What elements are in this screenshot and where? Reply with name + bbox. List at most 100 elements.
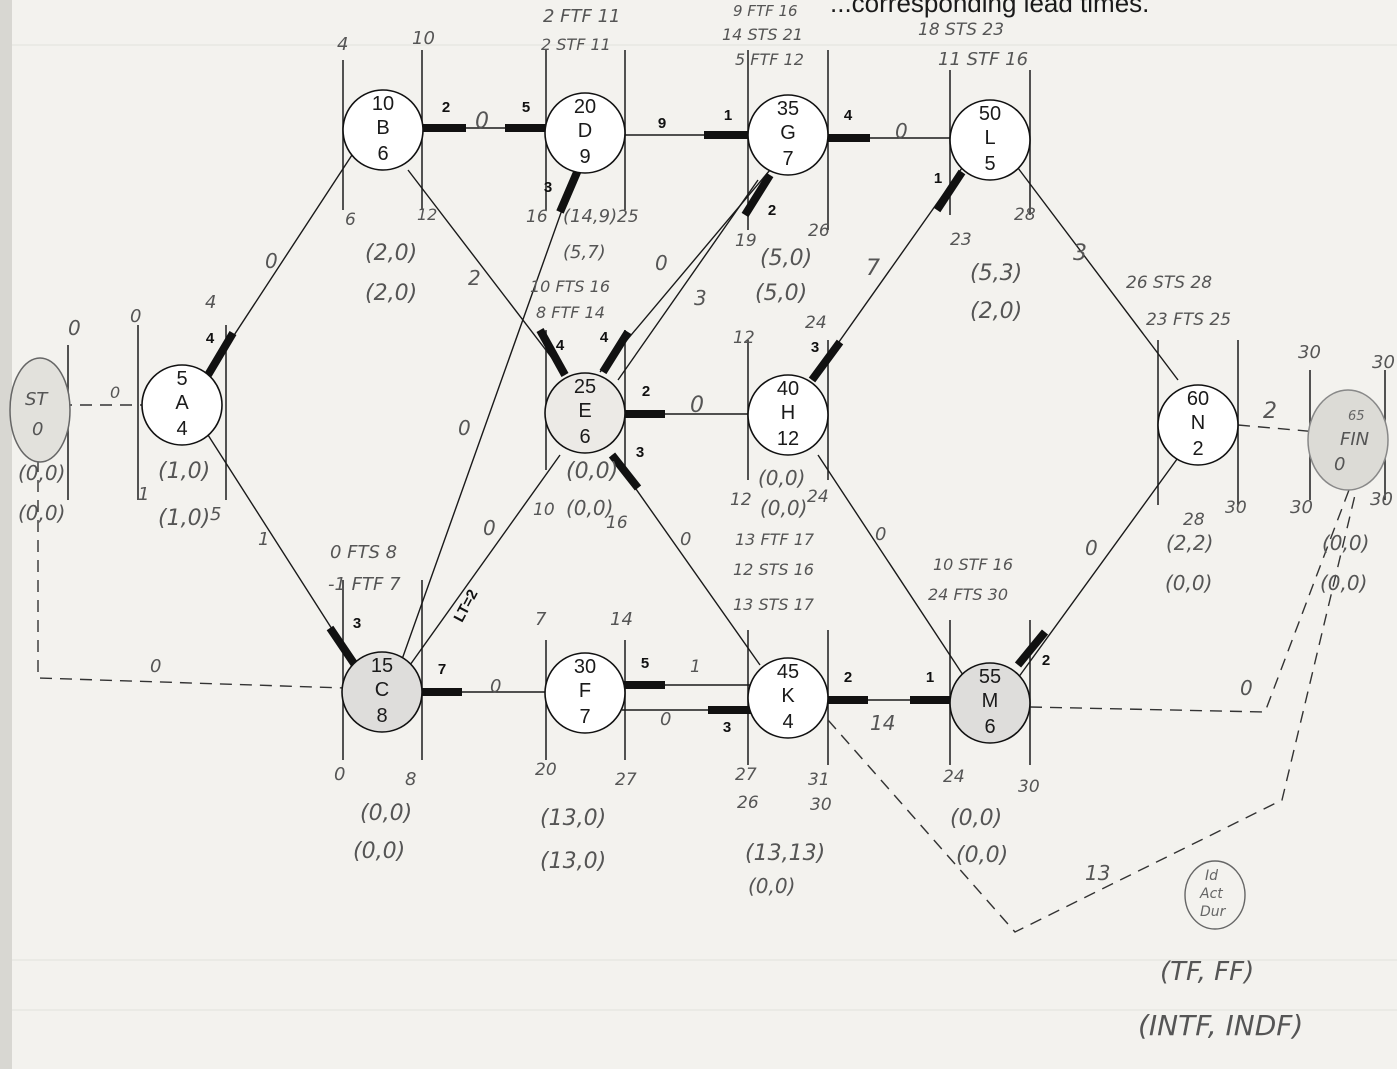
- node-act: L: [984, 127, 995, 149]
- note-k-ls: 27: [735, 765, 757, 785]
- note-b-e-rel: 2: [468, 266, 481, 290]
- node-circle: [341, 651, 423, 733]
- node-dur: 6: [579, 426, 590, 448]
- finish-label: FIN: [1340, 429, 1369, 450]
- node-a: 5A4: [141, 364, 223, 446]
- note-n-ff: (0,0): [1165, 571, 1212, 595]
- lag-label: 4: [600, 329, 609, 346]
- note-b-es: 4: [337, 34, 348, 55]
- lag-label: 3: [811, 339, 819, 356]
- note-b-ef: 10: [412, 28, 435, 49]
- node-act: G: [780, 122, 796, 144]
- lag-label: 2: [442, 99, 450, 116]
- note-c-e-rel: 0: [483, 516, 496, 540]
- finish-value: 0: [1334, 454, 1345, 475]
- start-label: ST: [25, 389, 49, 410]
- note-m-fin-rel: 0: [1240, 676, 1253, 700]
- note-l-tf: (5,3): [970, 261, 1022, 286]
- node-circle: [747, 657, 829, 739]
- note-e-h-rel: 0: [690, 393, 704, 418]
- node-act: N: [1191, 412, 1205, 434]
- note-e-rel2: 8 FTF 14: [536, 303, 605, 322]
- node-dur: 9: [579, 146, 590, 168]
- node-circle: [141, 364, 223, 446]
- note-fin-es: 30: [1298, 342, 1321, 363]
- note-f-k-rel: 1: [690, 657, 701, 677]
- note-f-k-rel2: 0: [660, 709, 671, 730]
- lag-label: 3: [544, 179, 552, 196]
- node-act: C: [375, 679, 389, 701]
- lag-bars: [204, 124, 1049, 714]
- note-d-rel2: 2 STF 11: [541, 35, 611, 54]
- node-id: 55: [979, 666, 1001, 688]
- note-st-tf: (0,0): [18, 461, 65, 485]
- note-n-rel1: 26 STS 28: [1126, 273, 1212, 293]
- note-d-ls: 16: [526, 207, 548, 227]
- node-circle: [1157, 384, 1239, 466]
- note-e-ls: 10: [533, 500, 555, 520]
- note-c-es: 0: [334, 764, 345, 785]
- note-f-ef: 14: [610, 609, 633, 630]
- note-fin-ff: (0,0): [1320, 571, 1367, 595]
- note-l-ff: (2,0): [970, 299, 1022, 324]
- node-circle: [544, 92, 626, 174]
- note-b-ls: 6: [345, 210, 356, 230]
- node-h: 40H 12: [747, 374, 829, 456]
- node-id: 60: [1187, 388, 1209, 410]
- note-n-fin-rel: 2: [1263, 399, 1277, 424]
- node-dur: 6: [984, 716, 995, 738]
- activity-nodes: 5A410B615C820D925E630F735G740H1245K450L5…: [141, 89, 1239, 744]
- note-dashed-start: 0: [150, 656, 161, 677]
- legend: Id Act Dur (TF, FF) (INTF, INDF): [1138, 860, 1303, 1042]
- note-k-ff: (0,0): [748, 874, 795, 898]
- node-act: D: [578, 120, 592, 142]
- node-dur: 7: [579, 706, 590, 728]
- note-a-es: 0: [130, 306, 141, 327]
- node-circle: [544, 372, 626, 454]
- node-dur: 12: [777, 428, 799, 450]
- node-id: 5: [176, 368, 187, 390]
- node-dur: 4: [782, 711, 793, 733]
- note-c-d-rel: 0: [458, 416, 471, 440]
- note-st-top: 0: [68, 316, 81, 340]
- note-h-l-rel: 7: [866, 256, 880, 281]
- node-act: H: [781, 402, 795, 424]
- note-b-tf: (2,0): [365, 241, 417, 266]
- note-k-rel2: 12 STS 16: [733, 560, 814, 579]
- note-m-lf: 30: [1018, 777, 1040, 797]
- node-circle: [747, 374, 829, 456]
- note-h-ef: 24: [805, 313, 827, 333]
- lag-label: 3: [723, 719, 731, 736]
- note-l-ls: 23: [950, 230, 972, 250]
- note-h-lf: 24: [807, 487, 829, 507]
- note-n-ls: 28: [1183, 510, 1205, 530]
- node-id: 15: [371, 655, 393, 677]
- node-circle: [544, 652, 626, 734]
- note-fin-tf: (0,0): [1322, 531, 1369, 555]
- note-d-e-rel: 0: [655, 251, 668, 275]
- note-f-es: 7: [535, 609, 547, 630]
- node-id: 10: [372, 93, 394, 115]
- note-d-rel1: 2 FTF 11: [543, 6, 621, 27]
- note-a-ls: 1: [138, 484, 149, 505]
- node-id: 50: [979, 103, 1001, 125]
- note-c-rel2: -1 FTF 7: [328, 574, 401, 595]
- node-dur: 2: [1192, 438, 1203, 460]
- note-h-es: 12: [733, 328, 755, 348]
- note-m-rel2: 24 FTS 30: [928, 585, 1008, 604]
- node-circle: [342, 89, 424, 171]
- note-c-tf: (0,0): [360, 801, 412, 826]
- note-g-rel2: 14 STS 21: [722, 25, 803, 44]
- note-fin-ef: 30: [1372, 352, 1395, 373]
- legend-act: Act: [1199, 886, 1223, 902]
- node-id: 40: [777, 378, 799, 400]
- node-act: F: [579, 680, 591, 702]
- lag-label: 5: [641, 655, 649, 672]
- note-g-ff: (5,0): [755, 281, 807, 306]
- note-k-rel3: 13 STS 17: [733, 595, 815, 614]
